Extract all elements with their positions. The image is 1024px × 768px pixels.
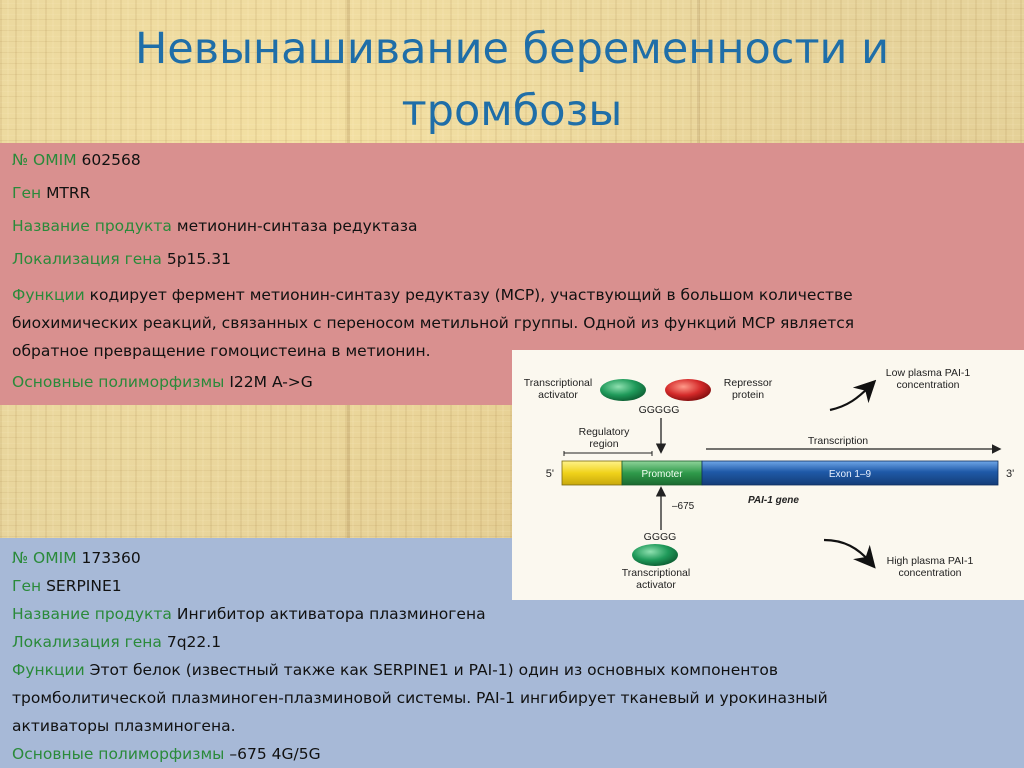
bottom-activator-protein [632,544,678,566]
serpine-gene-row: Ген SERPINE1 [12,572,1012,600]
function-text-line-3: активаторы плазминогена. [12,717,236,735]
function-label: Функции [12,661,85,679]
serpine-omim-row: № OMIM 173360 [12,544,1012,572]
repressor-label-1: Repressor [724,377,773,389]
ggggg-label: GGGGG [639,404,680,416]
five-prime-label: 5' [546,468,554,480]
top-activator-label-1: Transcriptional [524,377,592,389]
function-text-line-2: тромболитической плазминоген-плазминовой… [12,689,828,707]
low-pai-label-2: concentration [896,379,959,391]
promoter-bar [621,460,703,486]
slide-title: Невынашивание беременности и тромбозы [0,18,1024,142]
exon-bar [701,460,999,486]
three-prime-label: 3' [1006,468,1014,480]
location-value: 7q22.1 [166,633,222,651]
title-line-2: тромбозы [401,86,623,136]
polymorphism-value: I22M A->G [229,373,313,391]
serpine-polymorphism-row: Основные полиморфизмы –675 4G/5G [12,740,1012,768]
top-activator-label-2: activator [538,389,578,401]
pai1-gene-diagram: Transcriptional activator Repressor prot… [512,350,1024,600]
high-pai-label-1: High plasma PAI-1 [887,555,974,567]
exon-label: Exon 1–9 [829,469,872,480]
function-text-line-3: обратное превращение гомоцистеина в мети… [12,342,431,360]
function-text-line-1: кодирует фермент метионин-синтазу редукт… [89,286,853,304]
location-label: Локализация гена [12,633,162,651]
serpine-product-row: Название продукта Ингибитор активатора п… [12,600,1012,628]
function-label: Функции [12,286,85,304]
mtrr-function-row: Функции кодирует фермент метионин-синтаз… [12,281,1012,365]
mtrr-omim-row: № OMIM 602568 [12,149,1012,171]
polymorphism-label: Основные полиморфизмы [12,373,225,391]
regulatory-region-label-2: region [589,438,618,450]
minus675-label: –675 [672,501,695,512]
omim-label: № OMIM [12,151,77,169]
gene-value: SERPINE1 [46,577,122,595]
function-text-line-2: биохимических реакций, связанных с перен… [12,314,855,332]
gene-label: Ген [12,184,42,202]
bottom-activator-label-1: Transcriptional [622,567,690,579]
omim-label: № OMIM [12,549,77,567]
mtrr-location-row: Локализация гена 5p15.31 [12,248,1012,270]
title-line-1: Невынашивание беременности и [134,24,890,74]
function-text-line-1: Этот белок (известный также как SERPINE1… [89,661,779,679]
location-value: 5p15.31 [166,250,231,268]
product-label: Название продукта [12,217,172,235]
product-value: Ингибитор активатора плазминогена [176,605,486,623]
bottom-activator-label-2: activator [636,579,676,591]
regulatory-region-bar [561,460,623,486]
gene-value: MTRR [46,184,91,202]
low-pai-label-1: Low plasma PAI-1 [886,367,971,379]
high-pai-arrow [823,538,876,569]
serpine-function-row: Функции Этот белок (известный также как … [12,656,1012,740]
high-pai-label-2: concentration [898,567,961,579]
mtrr-polymorphism-row: Основные полиморфизмы I22M A->G [12,371,1012,393]
product-value: метионин-синтаза редуктаза [176,217,418,235]
gene-label: Ген [12,577,42,595]
regulatory-region-label-1: Regulatory [579,426,631,438]
top-activator-protein [600,379,646,401]
serpine-location-row: Локализация гена 7q22.1 [12,628,1012,656]
mtrr-product-row: Название продукта метионин-синтаза редук… [12,215,1012,237]
mtrr-gene-row: Ген MTRR [12,182,1012,204]
pai1-gene-label: PAI-1 gene [748,495,799,506]
pai1-diagram-svg: Transcriptional activator Repressor prot… [524,367,1014,591]
transcription-label: Transcription [808,435,868,447]
polymorphism-label: Основные полиморфизмы [12,745,225,763]
omim-value: 602568 [81,151,141,169]
promoter-label: Promoter [641,469,683,480]
omim-value: 173360 [81,549,141,567]
location-label: Локализация гена [12,250,162,268]
polymorphism-value: –675 4G/5G [229,745,321,763]
repressor-label-2: protein [732,389,764,401]
product-label: Название продукта [12,605,172,623]
gggg-label: GGGG [644,531,677,543]
low-pai-arrow [829,379,877,412]
repressor-protein-shape [665,379,711,401]
